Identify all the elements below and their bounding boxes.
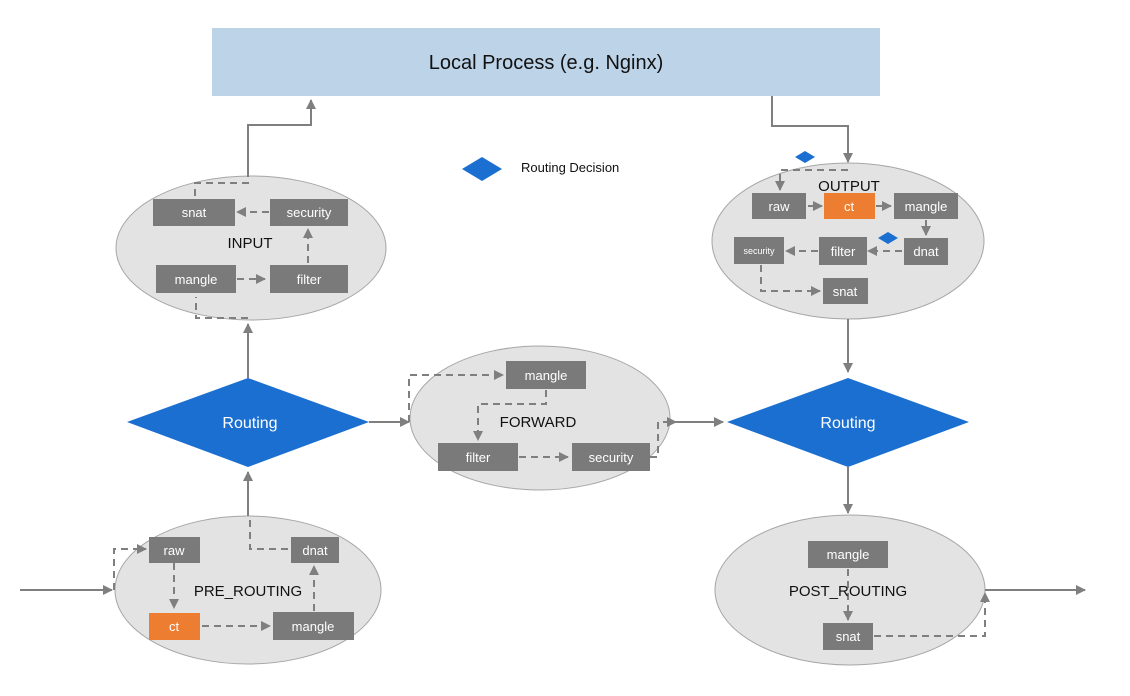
input-security-label: security (287, 205, 332, 220)
pre-ct-label: ct (169, 619, 180, 634)
post-mangle-label: mangle (827, 547, 870, 562)
forward-filter-label: filter (466, 450, 491, 465)
input-snat-table (153, 199, 235, 226)
output-security-table (734, 237, 784, 264)
post-snat-label: snat (836, 629, 861, 644)
output-filter-table (819, 237, 867, 265)
output-security-to-snat-dashed (760, 265, 821, 296)
forward-entry-to-mangle-dashed (408, 370, 504, 422)
routing-label-right: Routing (820, 415, 875, 432)
output-snat-table (823, 278, 868, 304)
pre-mangle-label: mangle (292, 619, 335, 634)
local-process-box (212, 28, 880, 96)
input-mangle-table (156, 265, 236, 293)
local-process-title: Local Process (e.g. Nginx) (429, 52, 664, 74)
pre-ct-table (149, 613, 200, 640)
pre-entry-to-raw-dashed (113, 544, 147, 590)
output-raw-label: raw (769, 199, 791, 214)
input-filter-label: filter (297, 272, 322, 287)
forward-security-table (572, 443, 650, 471)
output-mangle-table (894, 193, 958, 219)
routing-label-left: Routing (222, 415, 277, 432)
pre-dnat-label: dnat (302, 543, 328, 558)
output-ct-table (824, 193, 875, 219)
post-mangle-table (808, 541, 888, 568)
forward-security-label: security (589, 450, 634, 465)
output-mangle-label: mangle (905, 199, 948, 214)
post-snat-exit-dashed (874, 592, 990, 637)
output-snat-label: snat (833, 284, 858, 299)
process-to-output-arrow (771, 96, 853, 163)
pre-routing-chain-label: PRE_ROUTING (194, 583, 302, 600)
input-entry-to-mangle-dashed (195, 297, 248, 319)
output-routing-decision-icon-inner (878, 232, 898, 244)
output-security-label: security (743, 246, 775, 256)
input-filter-table (270, 265, 348, 293)
routing-decision-legend-label: Routing Decision (521, 160, 619, 175)
routing-diamond-right (727, 378, 969, 467)
pre-raw-label: raw (164, 543, 186, 558)
output-dnat-table (904, 238, 948, 265)
pre-dnat-table (291, 537, 339, 563)
input-security-table (270, 199, 348, 226)
input-to-process-arrow (247, 99, 316, 176)
output-filter-label: filter (831, 244, 856, 259)
pre-mangle-table (273, 612, 354, 640)
forward-mangle-label: mangle (525, 368, 568, 383)
forward-filter-table (438, 443, 518, 471)
pre-dnat-exit-dashed (249, 516, 288, 550)
forward-chain-label: FORWARD (500, 414, 577, 431)
forward-mangle-table (506, 361, 586, 389)
input-snat-label: snat (182, 205, 207, 220)
routing-diamond-left (127, 378, 369, 467)
post-routing-chain-label: POST_ROUTING (789, 583, 907, 600)
output-chain-label: OUTPUT (818, 178, 880, 195)
output-raw-table (752, 193, 806, 219)
input-chain-label: INPUT (228, 235, 273, 252)
output-dnat-label: dnat (913, 244, 939, 259)
input-mangle-label: mangle (175, 272, 218, 287)
input-snat-exit-dashed (194, 176, 249, 196)
routing-decision-legend-icon (462, 157, 502, 181)
post-snat-table (823, 623, 873, 650)
output-routing-decision-icon-top (795, 151, 815, 163)
pre-raw-table (149, 537, 200, 563)
forward-security-exit-dashed (650, 417, 677, 458)
forward-mangle-to-filter-dashed (473, 390, 547, 441)
output-ct-label: ct (844, 199, 855, 214)
